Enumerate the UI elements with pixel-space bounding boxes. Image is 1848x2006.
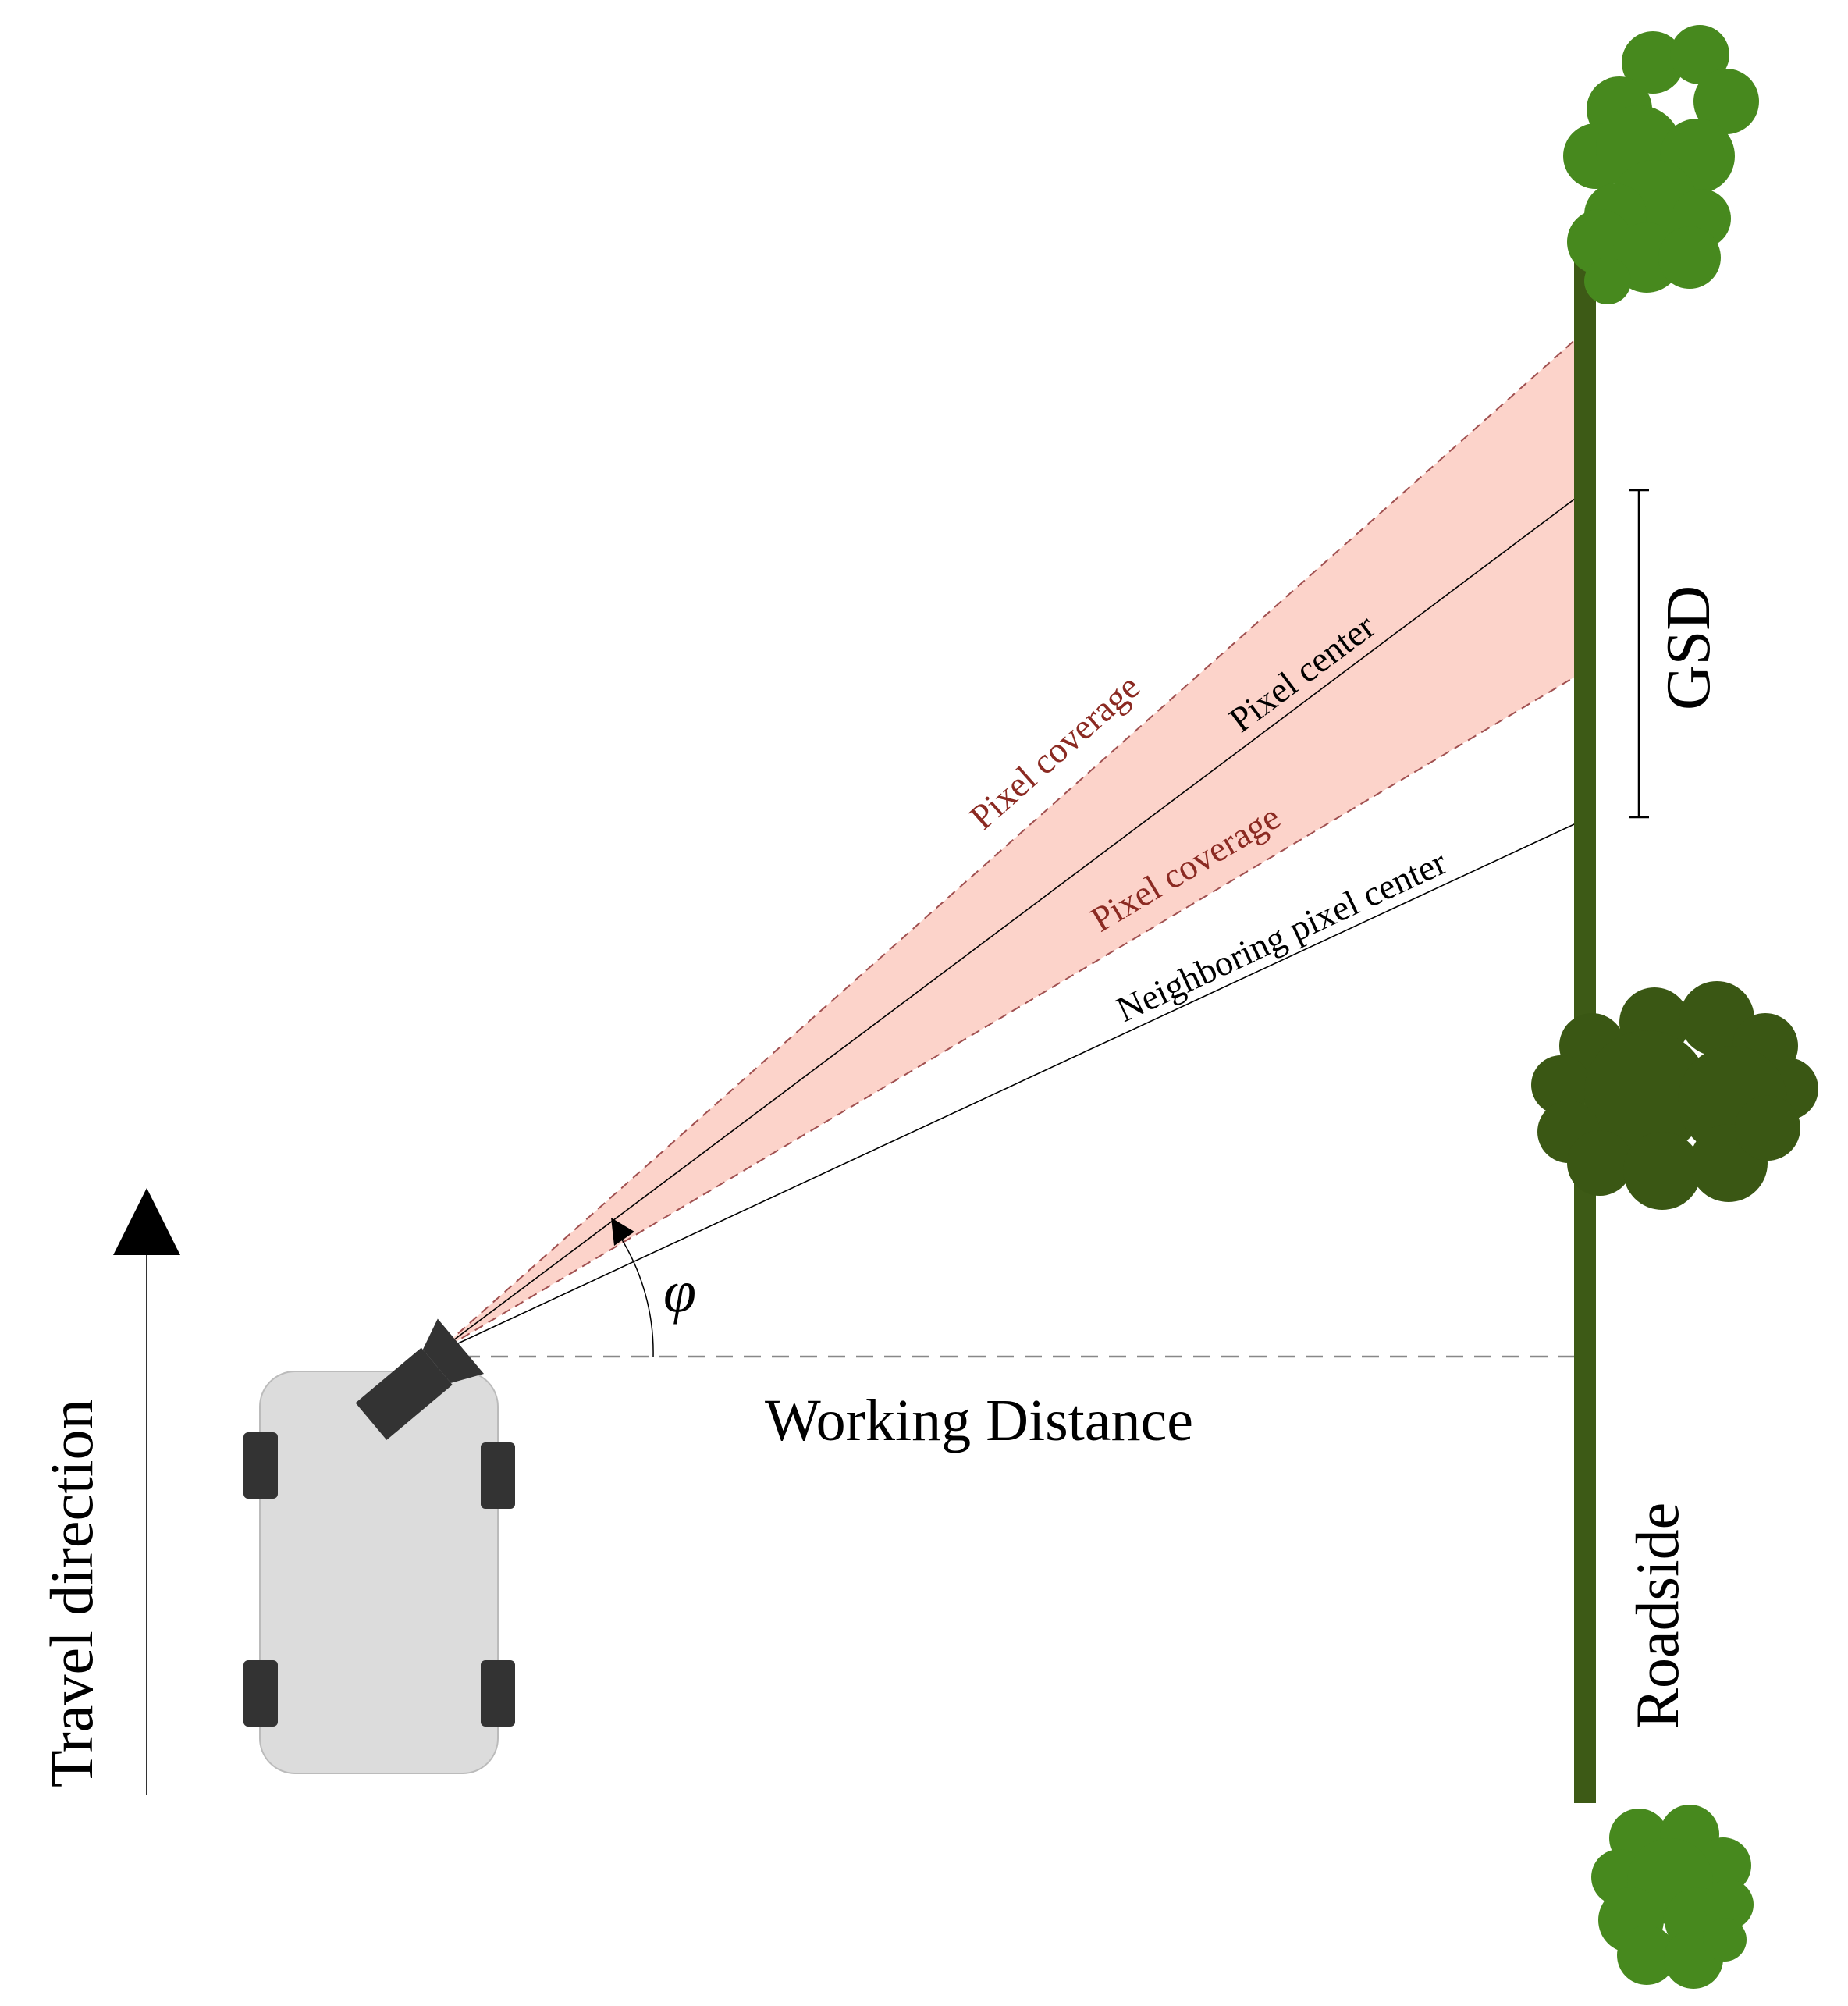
wheel-rear-right: [481, 1660, 515, 1727]
angle-arc: [620, 1236, 654, 1357]
vehicle-body: [259, 1371, 499, 1774]
wheel-rear-left: [243, 1660, 278, 1727]
roadside-label: Roadside: [1623, 1503, 1691, 1729]
vehicle-car-top-view-icon: [243, 1371, 515, 1774]
coverage-edge-upper: [434, 331, 1585, 1355]
gsd-label: GSD: [1654, 585, 1723, 710]
wheel-front-right: [481, 1442, 515, 1509]
working-distance-label: Working Distance: [765, 1388, 1193, 1453]
neighboring-pixel-center-ray: [434, 819, 1585, 1355]
tree-bottom-icon: [1591, 1805, 1754, 1989]
pixel-center-ray: [434, 491, 1585, 1355]
angle-phi-label: φ: [663, 1259, 696, 1325]
travel-direction-label: Travel direction: [37, 1399, 105, 1787]
angle-arc-arrowhead-icon: [611, 1218, 634, 1246]
tree-top-icon: [1563, 25, 1759, 304]
gsd-bracket: [1629, 489, 1649, 819]
camera-icon: [355, 1318, 484, 1440]
wheel-front-left: [243, 1432, 278, 1499]
coverage-edge-lower: [434, 670, 1585, 1355]
tree-middle-icon: [1531, 981, 1818, 1210]
arrow-up-icon: [113, 1188, 180, 1255]
